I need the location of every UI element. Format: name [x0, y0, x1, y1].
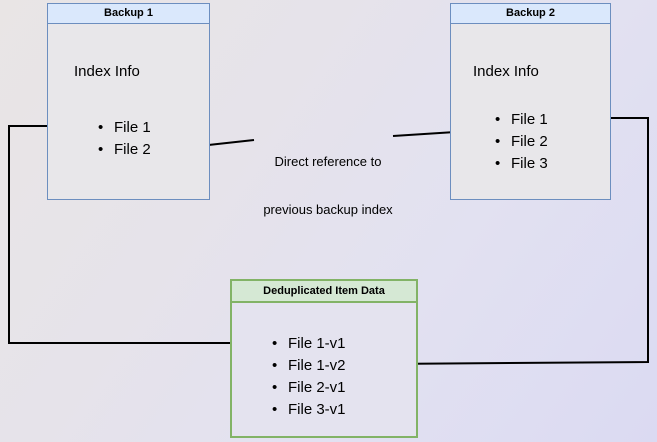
- edge-label-line-1: Direct reference to: [274, 154, 382, 169]
- backup-1-index-info-label: Index Info: [74, 63, 140, 80]
- list-item: File 1-v2: [272, 355, 346, 377]
- node-backup-1-body: Index Info File 1 File 2: [48, 24, 209, 199]
- list-item: File 1: [495, 109, 548, 131]
- list-item: File 1-v1: [272, 333, 346, 355]
- backup-1-file-list: File 1 File 2: [98, 117, 151, 161]
- node-deduplicated-header: Deduplicated Item Data: [232, 281, 416, 303]
- edge-label-line-2: previous backup index: [263, 202, 393, 217]
- node-backup-1[interactable]: Backup 1 Index Info File 1 File 2: [47, 3, 210, 200]
- list-item: File 2: [495, 131, 548, 153]
- node-backup-2-body: Index Info File 1 File 2 File 3: [451, 24, 610, 199]
- list-item: File 2-v1: [272, 377, 346, 399]
- backup-2-file-list: File 1 File 2 File 3: [495, 109, 548, 175]
- list-item: File 3: [495, 153, 548, 175]
- node-deduplicated-body: File 1-v1 File 1-v2 File 2-v1 File 3-v1: [232, 303, 416, 436]
- edge-label-direct-reference: Direct reference to previous backup inde…: [248, 122, 408, 250]
- list-item: File 3-v1: [272, 399, 346, 421]
- node-backup-1-header: Backup 1: [48, 4, 209, 24]
- node-backup-2-header: Backup 2: [451, 4, 610, 24]
- list-item: File 1: [98, 117, 151, 139]
- dedup-file-list: File 1-v1 File 1-v2 File 2-v1 File 3-v1: [272, 333, 346, 421]
- node-backup-2[interactable]: Backup 2 Index Info File 1 File 2 File 3: [450, 3, 611, 200]
- list-item: File 2: [98, 139, 151, 161]
- backup-2-index-info-label: Index Info: [473, 63, 539, 80]
- node-deduplicated-item-data[interactable]: Deduplicated Item Data File 1-v1 File 1-…: [230, 279, 418, 438]
